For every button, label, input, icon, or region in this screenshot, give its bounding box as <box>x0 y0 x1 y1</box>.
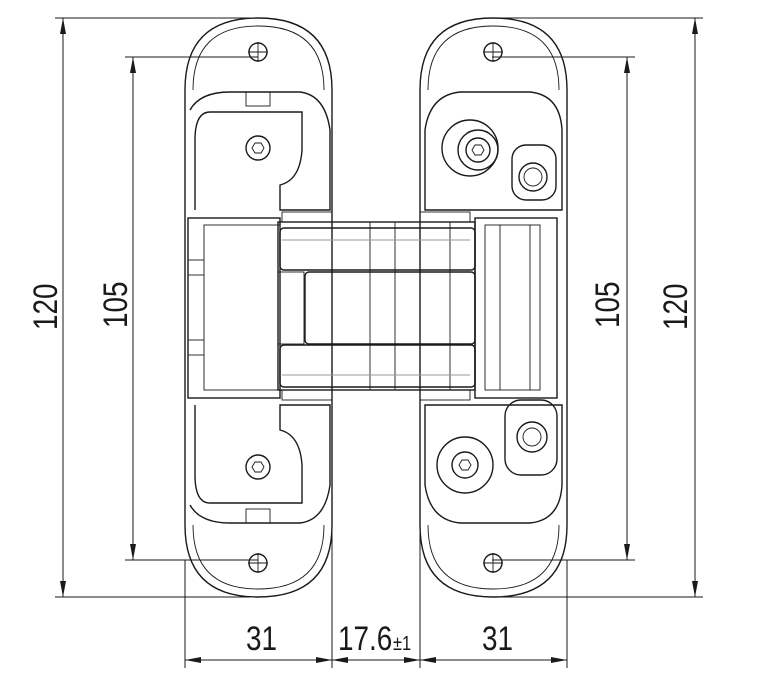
dim-label-right-inner: 105 <box>588 281 626 328</box>
dimension-right-outer <box>500 17 703 598</box>
dim-label-gap-width: 17.6 <box>338 619 392 657</box>
dimension-right-inner <box>492 56 635 561</box>
right-hinge-leaf <box>419 17 568 598</box>
dim-label-left-outer: 120 <box>26 283 64 330</box>
dim-label-left-inner: 105 <box>96 281 134 328</box>
left-hinge-leaf <box>184 17 333 598</box>
dim-label-left-width: 31 <box>246 619 277 657</box>
dim-label-right-width: 31 <box>482 619 513 657</box>
hinge-center-mechanism <box>277 211 476 401</box>
dimension-bottom <box>184 530 568 668</box>
dimension-left-outer <box>55 17 250 598</box>
dim-label-gap-tolerance: ±1 <box>393 631 411 654</box>
dimension-left-inner <box>125 56 258 561</box>
dim-label-right-outer: 120 <box>656 283 694 330</box>
